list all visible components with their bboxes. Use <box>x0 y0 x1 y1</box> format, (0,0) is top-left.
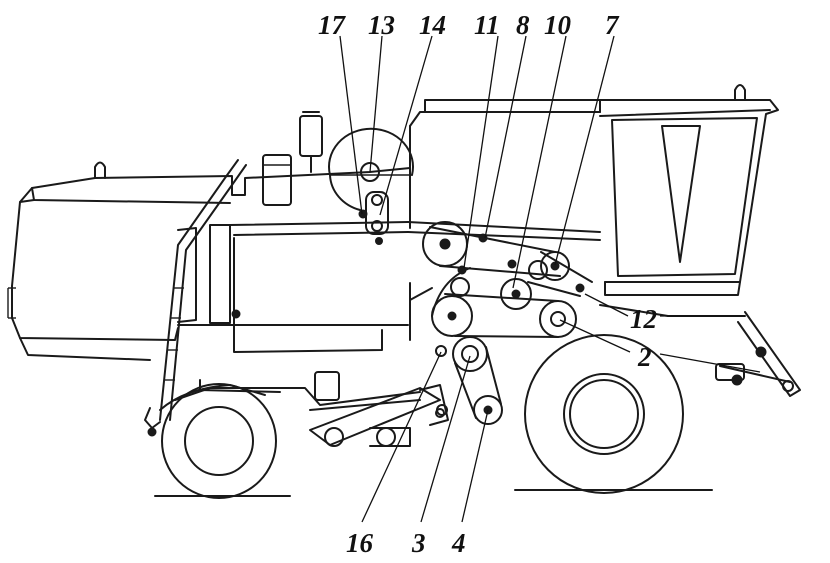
callout-11: 11 <box>474 10 500 40</box>
front-wheel <box>159 383 277 499</box>
callout-2: 2 <box>637 342 652 372</box>
top-pulley-assembly <box>328 127 414 235</box>
callout-4: 4 <box>451 528 466 558</box>
callout-12: 12 <box>630 304 657 334</box>
callout-13: 13 <box>368 10 395 40</box>
callout-8: 8 <box>516 10 530 40</box>
callout-16: 16 <box>346 528 374 558</box>
callout-7: 7 <box>605 10 620 40</box>
rear-wheel <box>524 334 684 494</box>
callout-3: 3 <box>411 528 426 558</box>
ground-lines <box>154 489 713 497</box>
callout-leaders <box>339 35 761 523</box>
belt-drive-system <box>409 221 593 425</box>
grain-tank <box>599 84 779 296</box>
callout-17: 17 <box>318 10 347 40</box>
air-precleaner <box>262 111 323 206</box>
callout-14: 14 <box>419 10 446 40</box>
callout-labels: 17 13 14 11 8 10 7 12 2 16 3 4 <box>318 10 657 558</box>
body-block <box>407 99 601 331</box>
ladder <box>144 159 247 437</box>
chassis <box>174 371 449 447</box>
engine-panel <box>177 221 409 393</box>
callout-10: 10 <box>544 10 572 40</box>
